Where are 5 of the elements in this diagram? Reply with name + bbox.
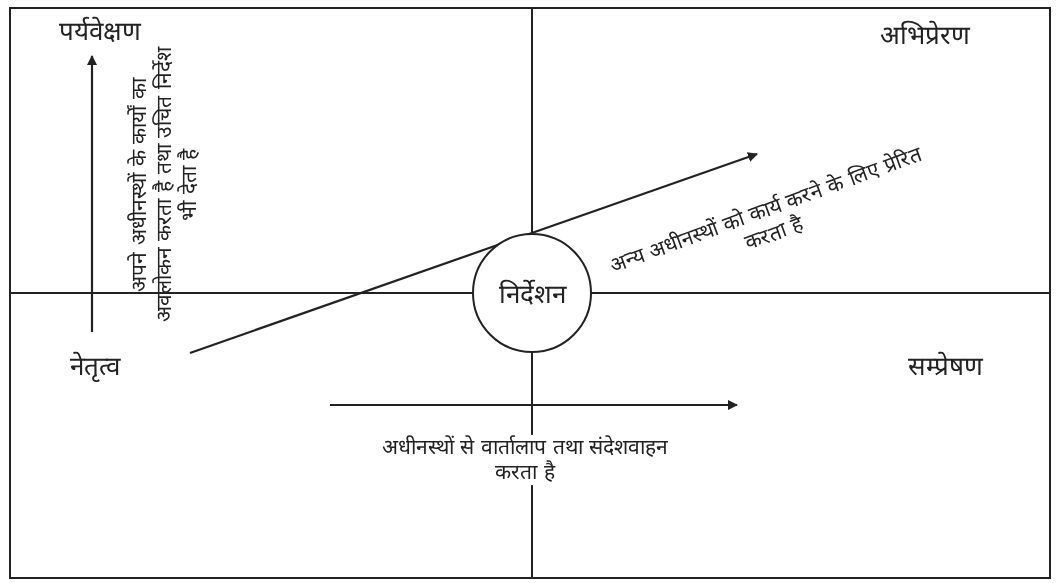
- quadrant-title: अभिप्रेरण: [855, 14, 995, 54]
- quadrant-title: सम्प्रेषण: [880, 345, 1010, 385]
- center-circle: निर्देशन: [472, 233, 592, 353]
- description-text: अपने अधीनस्थों के कार्यों का अवलोकन करता है तथा उचित निर्देश भी देता है: [127, 45, 203, 325]
- quadrant-title: नेतृत्व: [40, 345, 150, 385]
